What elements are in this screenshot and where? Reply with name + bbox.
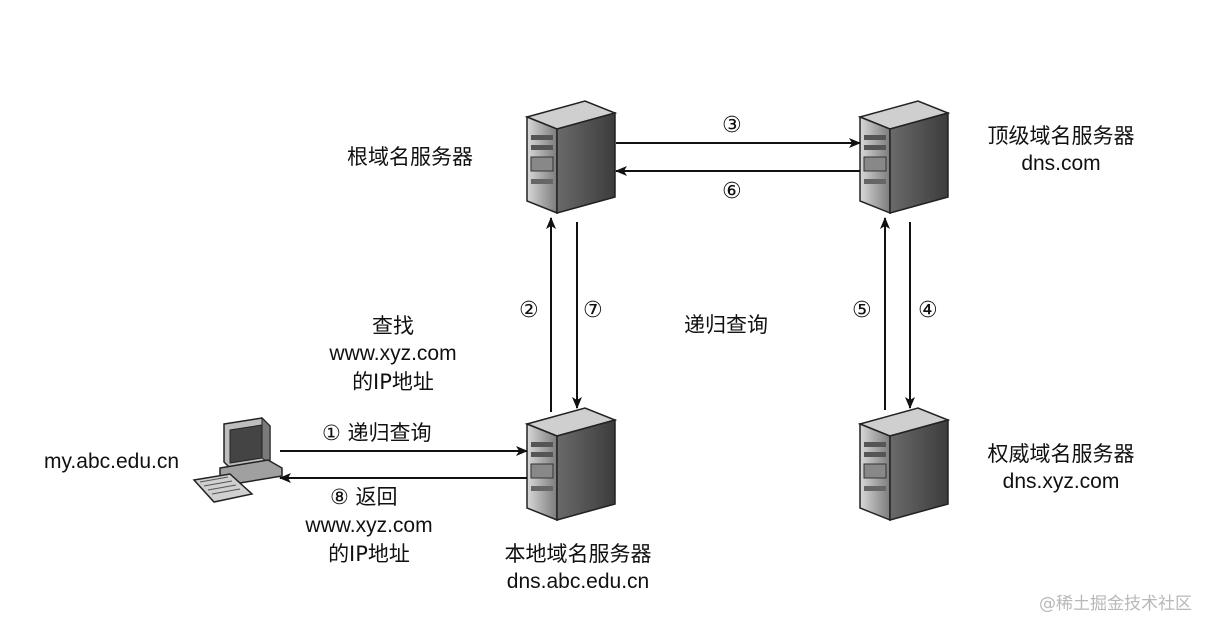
return-ip-label: www.xyz.com 的IP地址: [276, 512, 462, 568]
client-host-label: my.abc.edu.cn: [44, 450, 180, 473]
auth-server-name: 权威域名服务器: [987, 442, 1135, 466]
root-server-label: 根域名服务器: [347, 145, 473, 169]
tld-server-label: 顶级域名服务器 dns.com: [966, 122, 1156, 178]
find-line-3: 的IP地址: [352, 370, 434, 394]
return-line-2: www.xyz.com: [305, 514, 433, 537]
tld-server-icon: [857, 100, 951, 215]
watermark-text: @稀土掘金技术社区: [1039, 594, 1192, 614]
step-1-label: ① 递归查询: [322, 421, 432, 445]
auth-server-label: 权威域名服务器 dns.xyz.com: [962, 440, 1160, 496]
step-4-label: ④: [918, 298, 938, 323]
tld-server-host: dns.com: [1021, 152, 1101, 175]
recursive-query-center-label: 递归查询: [684, 313, 768, 337]
root-server-icon: [524, 100, 618, 215]
find-ip-label: 查找 www.xyz.com 的IP地址: [300, 312, 486, 396]
tld-server-name: 顶级域名服务器: [987, 124, 1135, 148]
find-line-2: www.xyz.com: [329, 342, 457, 365]
local-server-label: 本地域名服务器 dns.abc.edu.cn: [478, 540, 678, 596]
auth-server-host: dns.xyz.com: [1002, 470, 1120, 493]
step-2-label: ②: [519, 298, 539, 323]
auth-server-icon: [857, 407, 951, 522]
local-server-host: dns.abc.edu.cn: [506, 570, 650, 593]
step-8-label: ⑧ 返回: [330, 485, 398, 509]
step-7-label: ⑦: [583, 298, 603, 323]
step-3-label: ③: [722, 113, 742, 138]
return-line-3: 的IP地址: [328, 542, 410, 566]
step-6-label: ⑥: [722, 179, 742, 204]
step-5-label: ⑤: [852, 298, 872, 323]
find-line-1: 查找: [372, 314, 414, 338]
local-server-icon: [524, 407, 618, 522]
local-server-name: 本地域名服务器: [504, 542, 652, 566]
client-computer-icon: [192, 416, 283, 503]
